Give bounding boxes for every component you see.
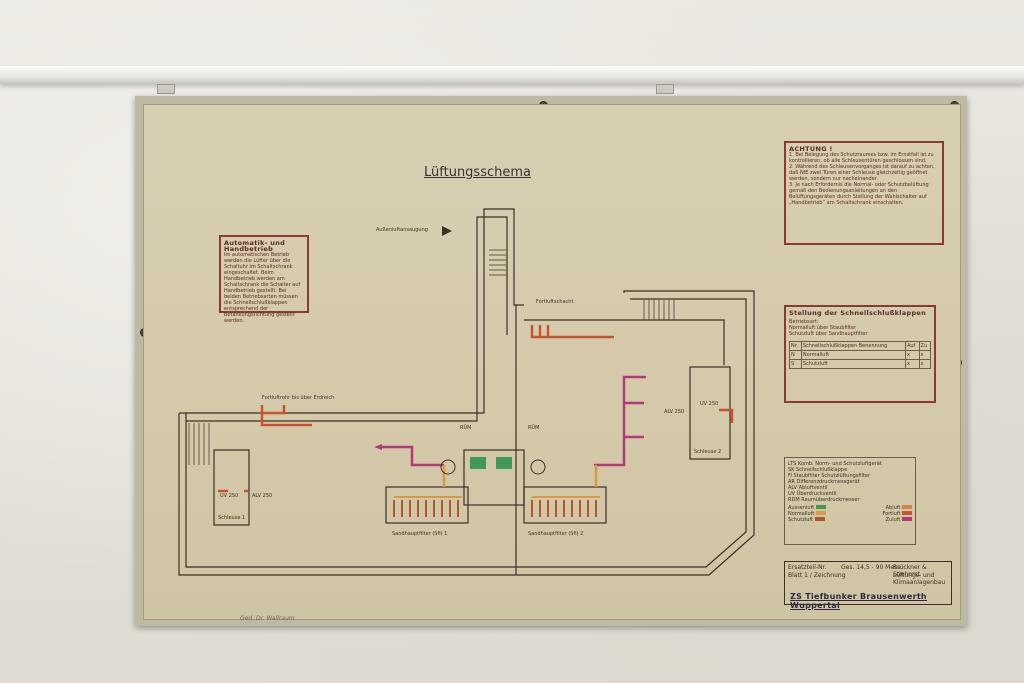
legend-row: SK Schnellschlußklappe [788,467,848,473]
inner-wall [185,298,747,568]
mode-normal: Normalluft über Staubfilter [789,325,857,331]
legend-color-row: Normalluft Fortluft [788,511,912,517]
outer-wall [178,290,755,576]
fan-icon [530,459,546,475]
legend-row: LTS Komb. Norm- und Schutzluftgerät [788,461,882,467]
fortluft-duct [719,408,734,423]
label-fortluftschacht: Fortluftschacht [536,299,573,305]
aussenluft-intake [470,457,486,469]
automatik-note: Automatik- und Handbetrieb Im automatisc… [219,235,309,324]
fortluft-duct [260,405,312,427]
tb-r1: Ersatzteil-Nr. [788,564,827,571]
stellung-note-head: Stellung der Schnellschlußklappen [789,309,927,317]
poster-title: Lüftungsschema [424,165,531,180]
achtung-note-head: ACHTUNG ! [789,145,833,153]
label-alv250-a: ALV 250 [252,493,272,499]
automatik-note-head: Automatik- und Handbetrieb [224,239,286,253]
label-schleuse-2: Schleuse 2 [694,449,721,455]
schleuse-2-room [689,366,731,460]
achtung-item: 3. Je nach Erfordernis die Normal- oder … [789,182,929,206]
legend-color-row: Schutzluft Zuluft [788,517,912,523]
label-rdm-1: RÜM [460,424,471,431]
achtung-note: ACHTUNG ! 1. Bei Belegung des Schutzraum… [784,141,944,245]
shaft-wall [179,208,524,414]
stairs-icon [188,249,675,465]
fan-icon [440,459,456,475]
zuluft-branch [624,401,644,439]
location-label: ZS Tiefbunker Brausenwerth Wuppertal [790,592,927,610]
legend-row: ALV Abluftventil [788,485,828,491]
ventilation-plan-board: Lüftungsschema Automatik- und Handbetrie… [135,96,967,626]
mode-schutz: Schutzluft über Sandhauptfilter [789,331,868,337]
label-uv250-b: UV 250 [700,401,718,407]
label-rdm-2: RÜM [528,424,539,431]
achtung-item: 2. Während des Schleusenvorganges ist da… [789,164,935,182]
arrow-icon [374,444,382,450]
aussenluft-intake [496,457,512,469]
fortluft-duct [530,325,614,339]
tb-r3: Blatt 1 / Zeichnung [788,572,846,579]
title-block: Ersatzteil-Nr. Ges. 14,5 - 90 Mess. Blat… [784,561,952,605]
label-schleuse-1: Schleuse 1 [218,515,245,521]
stellung-table: Nr. Schnellschlußklappen Benennung Auf Z… [789,341,932,369]
legend-box: LTS Komb. Norm- und Schutzluftgerät SK S… [784,457,916,545]
legend-row: UV Überdruckventil [788,491,837,497]
shaft-wall [186,216,508,422]
tb-r2: Ges. 14,5 - 90 Mess. [841,564,903,571]
automatik-note-body: Im automatischen Betrieb werden die Lüft… [224,252,301,324]
label-sandhaupt-1: Sandhauptfilter (Sfi) 1 [392,531,447,537]
legend-row: RDM Raumüberdruckmesser [788,497,860,503]
achtung-item: 1. Bei Belegung des Schutzraumes bzw. im… [789,152,934,164]
room-wall [524,319,725,365]
tb-company: Brückner & Stiehorst [893,564,927,578]
stellung-note: Stellung der Schnellschlußklappen Betrie… [784,305,936,403]
legend-row: AR Differenzdruckmessgerät [788,479,860,485]
zuluft-duct [594,375,646,467]
floor-plan-drawing: Außenluftansaugung Fortluftschacht Fortl… [178,208,755,576]
table-cell: Schutzluft [800,359,907,369]
signature: Ged. Dr. Wallraum [240,615,295,622]
normalluft-duct [442,465,598,487]
label-fortluft-erde: Fortluftrohr bis über Erdreich [262,395,334,401]
zuluft-duct [380,445,444,467]
table-cell: x [918,359,932,369]
plan-sheet: Lüftungsschema Automatik- und Handbetrie… [143,104,961,622]
tb-sub: Lüftungs- und Klimaanlagenbau [893,572,946,586]
label-sandhaupt-2: Sandhauptfilter (Sfi) 2 [528,531,583,537]
fan-room [463,449,525,506]
label-uv250-a: UV 250 [220,493,238,499]
rail-clip [656,84,674,94]
rail-clip [157,84,175,94]
label-aussenluft: Außenluftansaugung [376,227,428,233]
legend-color-row: Aussenluft Abluft [788,505,912,511]
filter-grill [393,496,600,517]
label-alv250-b: ALV 250 [664,409,684,415]
legend-row: Fi Staubfilter Schutzlüftungsfilter [788,473,871,479]
arrow-icon [442,226,452,236]
schleuse-1-room [213,449,250,526]
betriebsart-label: Betriebsart: [789,319,819,325]
cable-rail [0,66,1024,84]
